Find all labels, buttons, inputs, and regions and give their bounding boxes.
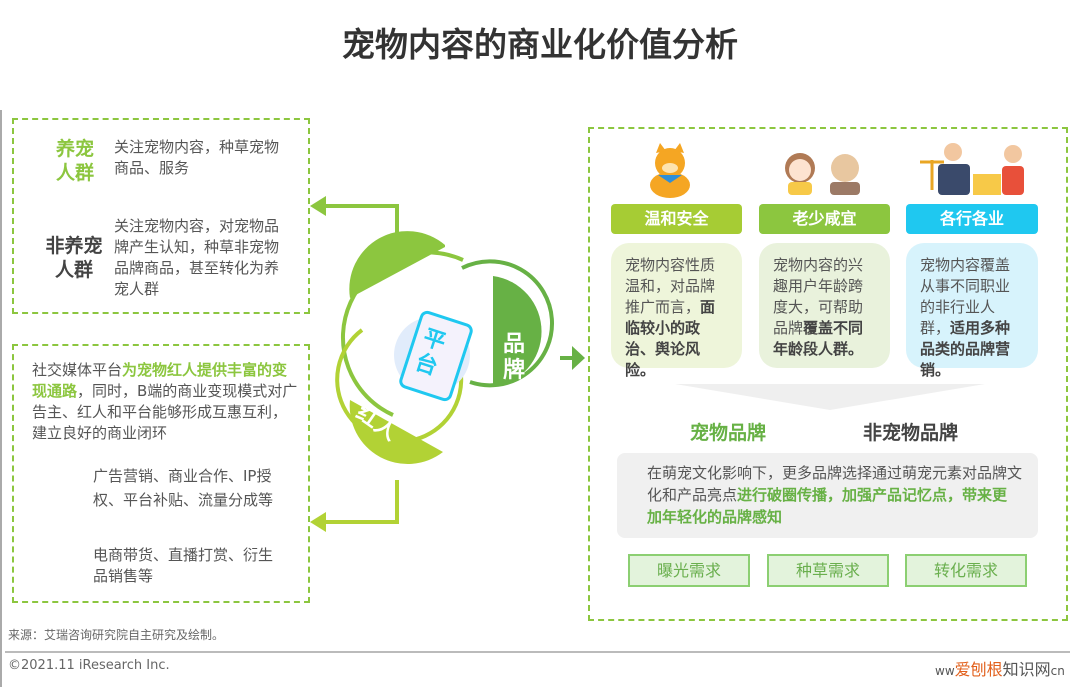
monetization-list-1: 广告营销、商业合作、IP授权、平台补贴、流量分成等 [93,467,274,509]
feature-card: 宠物内容性质温和，对品牌推广而言，面临较小的政治、舆论风险。 [611,243,742,379]
tag-all-industries: 各行各业 [906,204,1038,234]
influencer-box [12,344,310,603]
pet-owner-label: 养宠人群 [45,137,105,185]
brand-arrow [560,346,585,370]
seeding-need: 种草需求 [767,554,889,587]
ecosystem-diagram [310,196,585,532]
summary-box: 在萌宠文化影响下，更多品牌选择通过萌宠元素对品牌文化和产品亮点进行破圈传播，加强… [617,453,1038,538]
card-bold: 覆盖不同年龄段人群。 [773,319,864,358]
conversion-need: 转化需求 [905,554,1027,587]
watermark-text: 知识网 [1002,660,1051,679]
card-text: 宠物内容的兴趣用户年龄跨度大，可帮助品牌 [773,256,864,337]
left-border [0,110,2,687]
influencer-intro: 社交媒体平台为宠物红人提供丰富的变现通路，同时，B端的商业变现模式对广告主、红人… [32,360,298,444]
funnel-arrow [675,384,985,410]
influencer-segment [349,400,443,464]
platform-phone-icon [399,310,473,402]
tag-safe: 温和安全 [611,204,742,234]
brand-value-box [588,127,1068,621]
brand-segment [493,276,542,387]
card-text: 宠物内容覆盖从事不同职业的非行业人群， [920,256,1011,337]
influencer-arrow [310,480,399,532]
watermark-text: ww [935,664,955,678]
card-bold: 面临较小的政治、舆论风险。 [625,298,716,379]
pet-brand-label: 宠物品牌 [690,422,767,444]
non-pet-brand-label: 非宠物品牌 [863,422,959,444]
brand-label: 品牌 [503,332,526,383]
label-line: 非养宠 [45,235,103,257]
exposure-need: 曝光需求 [628,554,750,587]
watermark-text: cn [1050,664,1065,678]
copyright: ©2021.11 iResearch Inc. [8,658,170,673]
card-text: 宠物内容性质温和，对品牌推广而言， [625,256,716,316]
feature-card: 宠物内容的兴趣用户年龄跨度大，可帮助品牌覆盖不同年龄段人群。 [759,243,890,368]
monetization-list-2: 电商带货、直播打赏、衍生品销售等 [93,546,274,585]
label-line: 养宠 [55,138,94,160]
child-elder-icon [785,153,860,195]
summary-text: 在萌宠文化影响下，更多品牌选择通过萌宠元素对品牌文化和产品亮点 [647,464,1023,504]
summary-highlight: 进行破圈传播，加强产品记忆点，带来更加年轻化的品牌感知 [647,486,1008,526]
professionals-icon [920,143,1024,195]
footer-divider [5,651,1070,653]
user-segment [349,231,445,298]
label-line: 人群 [54,259,93,281]
intro-text: 社交媒体平台 [32,361,123,379]
pet-owner-desc: 关注宠物内容，种草宠物商品、服务 [114,138,280,177]
non-owner-label: 非养宠人群 [38,234,110,282]
intro-highlight: 为宠物红人提供丰富的变现通路 [32,361,288,400]
label-line: 人群 [55,162,94,184]
user-arrow [310,196,399,245]
card-bold: 适用多种品类的品牌营销。 [920,319,1011,379]
dog-icon [650,143,690,198]
feature-card: 宠物内容覆盖从事不同职业的非行业人群，适用多种品类的品牌营销。 [906,243,1038,379]
tag-all-ages: 老少咸宜 [759,204,890,234]
non-owner-desc: 关注宠物内容，对宠物品牌产生认知，种草非宠物品牌商品，甚至转化为养宠人群 [114,217,280,298]
page-title: 宠物内容的商业化价值分析 [342,25,738,64]
audience-box [12,118,310,314]
intro-text: ，同时，B端的商业变现模式对广告主、红人和平台能够形成互惠互利，建立良好的商业闭… [32,382,298,442]
watermark: ww爱刨根知识网cn [935,656,1065,680]
watermark-brand: 爱刨根 [954,660,1003,679]
source-note: 来源：艾瑞咨询研究院自主研究及绘制。 [8,628,225,642]
